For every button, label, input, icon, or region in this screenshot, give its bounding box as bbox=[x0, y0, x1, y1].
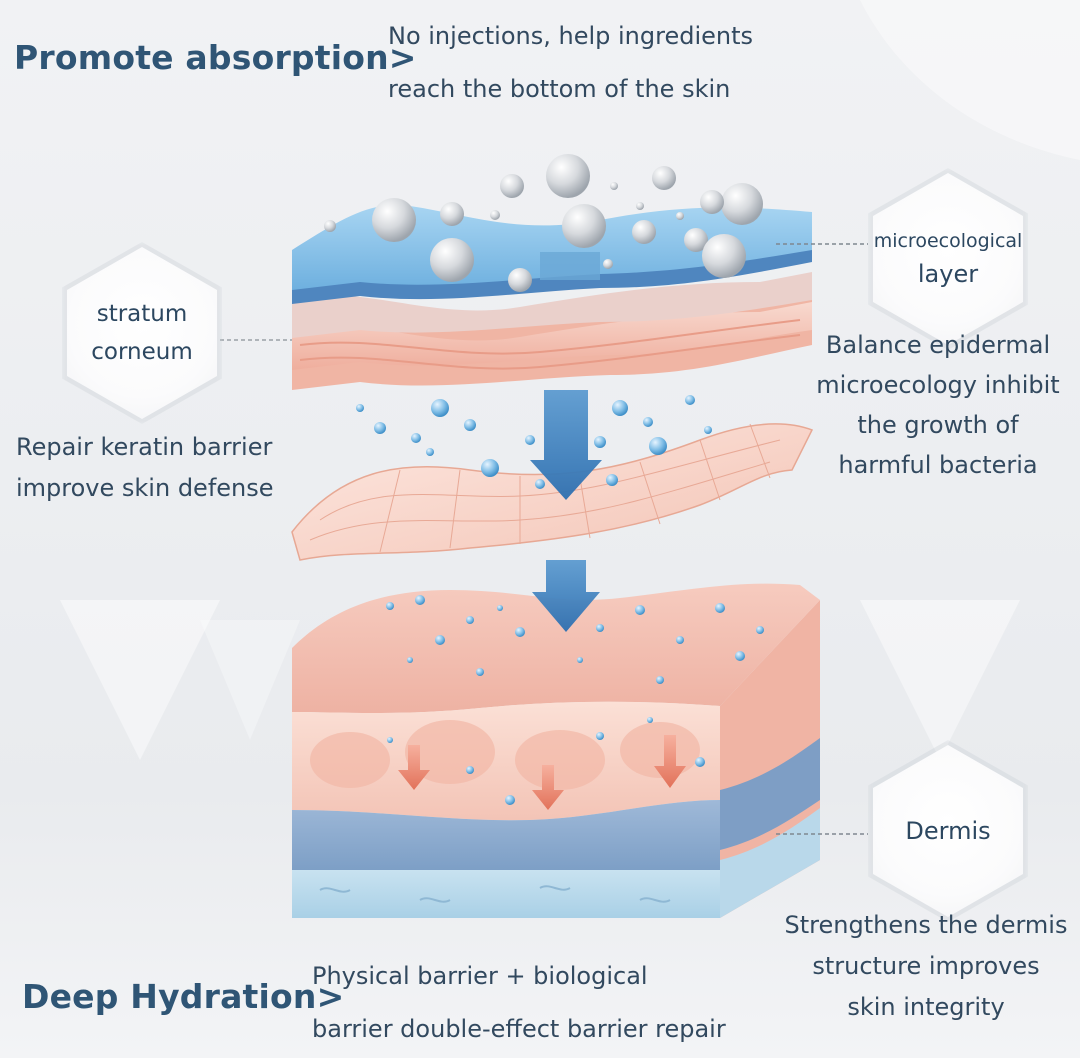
description-line: barrier double-effect barrier repair bbox=[312, 1015, 726, 1043]
arrow-down-icon bbox=[398, 735, 686, 810]
promote-absorption-description: No injections, help ingredients reach th… bbox=[388, 10, 753, 116]
chevron-right-icon: > bbox=[388, 38, 417, 77]
chevron-right-icon: > bbox=[316, 977, 345, 1016]
description-line: No injections, help ingredients bbox=[388, 22, 754, 50]
microecological-layer bbox=[292, 204, 812, 304]
dermis-note: Strengthens the dermis structure improve… bbox=[772, 905, 1080, 1028]
note-line: Strengthens the dermis bbox=[784, 911, 1068, 939]
note-line: structure improves bbox=[812, 952, 1040, 980]
arrow-down-icon bbox=[530, 390, 602, 632]
description-line: Physical barrier + biological bbox=[312, 962, 648, 990]
label-line: corneum bbox=[91, 339, 193, 365]
note-line: Repair keratin barrier bbox=[16, 433, 273, 461]
microecology-note: Balance epidermal microecology inhibit t… bbox=[800, 325, 1076, 485]
deep-hydration-description: Physical barrier + biological barrier do… bbox=[312, 950, 726, 1056]
label-line: Dermis bbox=[905, 817, 991, 845]
dermis-block bbox=[292, 583, 820, 918]
dermis-label: Dermis bbox=[873, 745, 1023, 917]
keratin-barrier-note: Repair keratin barrier improve skin defe… bbox=[16, 427, 274, 509]
stratum-corneum-layer bbox=[292, 272, 812, 390]
note-line: the growth of bbox=[857, 411, 1019, 439]
note-line: skin integrity bbox=[847, 993, 1005, 1021]
note-line: harmful bacteria bbox=[838, 451, 1038, 479]
sphere-icon bbox=[324, 154, 763, 292]
heading-text: Deep Hydration bbox=[22, 977, 317, 1016]
label-line: stratum bbox=[96, 301, 188, 327]
label-line: layer bbox=[917, 260, 979, 288]
description-line: reach the bottom of the skin bbox=[388, 75, 731, 103]
note-line: Balance epidermal bbox=[825, 331, 1051, 359]
promote-absorption-heading: Promote absorption> bbox=[14, 38, 417, 77]
droplet-icon bbox=[356, 395, 712, 489]
note-line: microecology inhibit bbox=[816, 371, 1060, 399]
keratin-barrier-sheet bbox=[291, 423, 814, 561]
deep-hydration-heading: Deep Hydration> bbox=[22, 977, 344, 1016]
note-line: improve skin defense bbox=[16, 474, 274, 502]
label-line: microecological bbox=[873, 230, 1023, 252]
heading-text: Promote absorption bbox=[14, 38, 389, 77]
droplet-icon bbox=[386, 595, 764, 805]
